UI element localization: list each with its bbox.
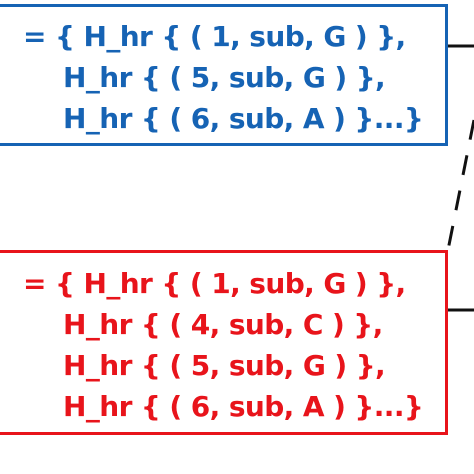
blue-set-line-3: H_hr { ( 6, sub, A ) }...} (63, 102, 424, 135)
red-set-line-2: H_hr { ( 4, sub, C ) }, (63, 308, 383, 341)
red-set-line-1: = { H_hr { ( 1, sub, G ) }, (23, 267, 406, 300)
red-set-box: = { H_hr { ( 1, sub, G ) }, H_hr { ( 4, … (0, 250, 448, 435)
blue-set-box: = { H_hr { ( 1, sub, G ) }, H_hr { ( 5, … (0, 4, 448, 146)
red-set-line-4: H_hr { ( 6, sub, A ) }...} (63, 390, 424, 423)
red-set-line-3: H_hr { ( 5, sub, G ) }, (63, 349, 386, 382)
blue-set-line-2: H_hr { ( 5, sub, G ) }, (63, 61, 386, 94)
blue-set-line-1: = { H_hr { ( 1, sub, G ) }, (23, 20, 406, 53)
